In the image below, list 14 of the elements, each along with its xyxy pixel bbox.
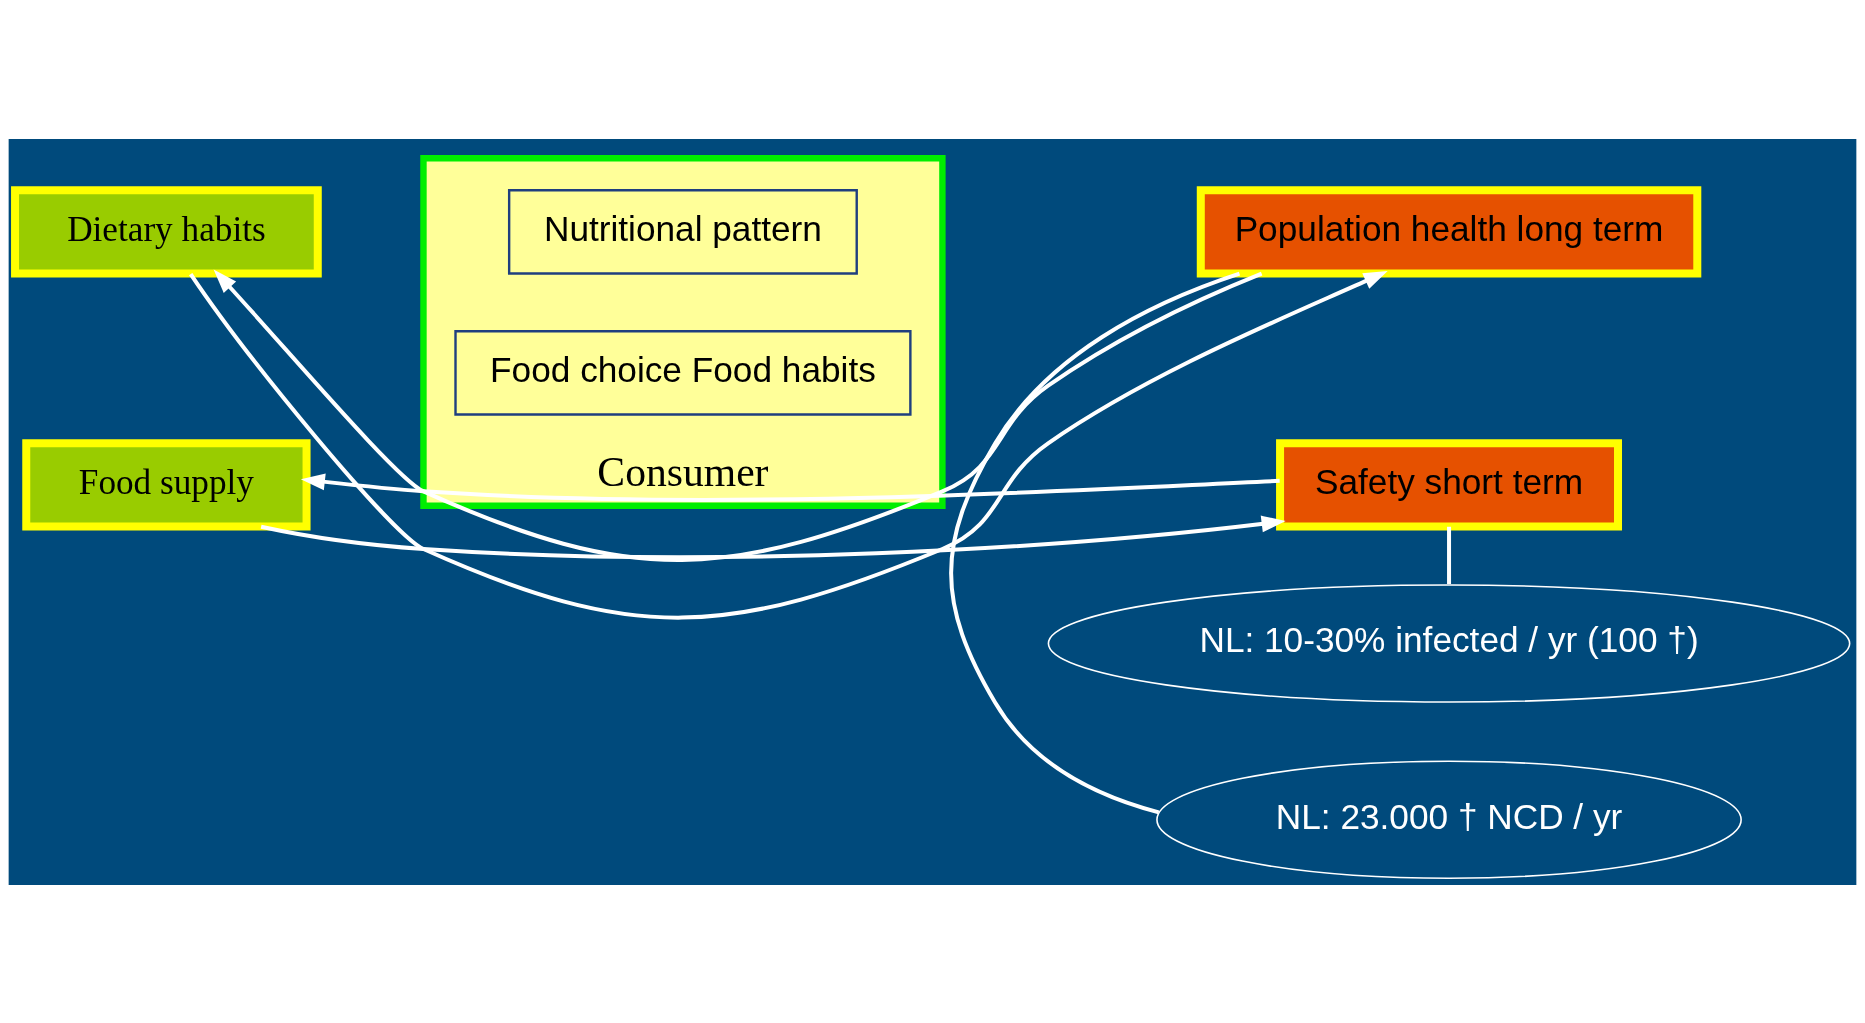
arrow	[300, 472, 1280, 502]
node-box: Food supply	[22, 438, 311, 531]
arrow	[213, 269, 1263, 562]
connector	[949, 271, 1241, 814]
node-box: Dietary habits	[11, 185, 322, 278]
node-box: Population health long term	[1196, 185, 1702, 278]
arrow	[260, 515, 1286, 559]
arrow	[189, 270, 1388, 619]
node-ellipse: NL: 10-30% infected / yr (100 †)	[1047, 583, 1851, 703]
node-box: Nutritional pattern	[507, 188, 858, 275]
node-box: Safety short term	[1276, 438, 1622, 531]
node-ellipse: NL: 23.000 † NCD / yr	[1156, 759, 1742, 879]
node-box: Food choice Food habits	[454, 329, 912, 416]
connector	[1447, 526, 1452, 584]
